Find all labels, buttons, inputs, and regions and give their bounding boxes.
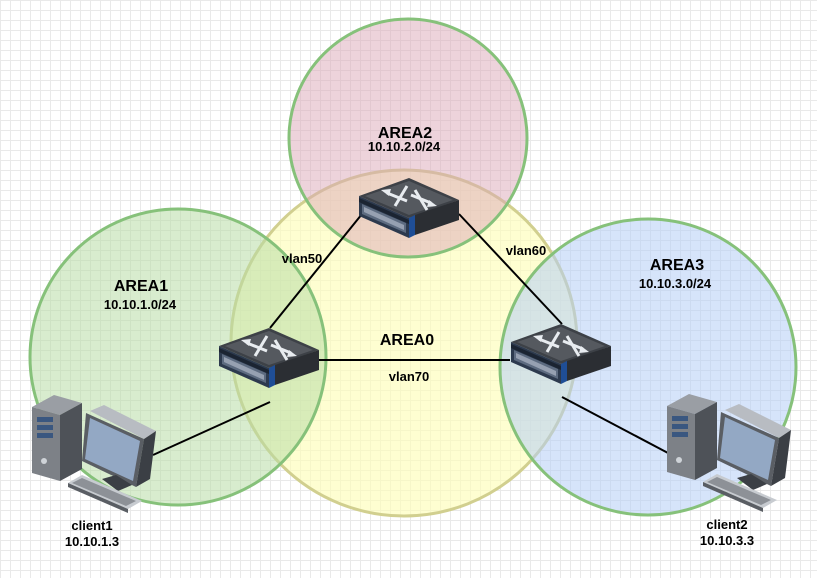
area2-label: AREA2 — [378, 125, 432, 142]
link-client2 — [561, 396, 669, 454]
client2-ip: 10.10.3.3 — [700, 533, 754, 548]
client1-name: client1 — [71, 518, 112, 533]
client1-ip: 10.10.1.3 — [65, 534, 119, 549]
vlan70-label: vlan70 — [389, 369, 429, 384]
area1-label: AREA1 — [114, 278, 168, 295]
vlan50-label: vlan50 — [282, 251, 322, 266]
link-vlan50 — [269, 213, 363, 329]
area2-subnet: 10.10.2.0/24 — [368, 139, 441, 154]
area3-subnet: 10.10.3.0/24 — [639, 276, 712, 291]
link-client1 — [152, 401, 271, 456]
vlan60-label: vlan60 — [506, 243, 546, 258]
client2-name: client2 — [706, 517, 747, 532]
area2-circle — [287, 17, 529, 259]
area1-subnet: 10.10.1.0/24 — [104, 297, 177, 312]
area0-label: AREA0 — [380, 332, 434, 349]
link-vlan60 — [458, 213, 563, 325]
area3-label: AREA3 — [650, 257, 704, 274]
links — [152, 213, 669, 456]
